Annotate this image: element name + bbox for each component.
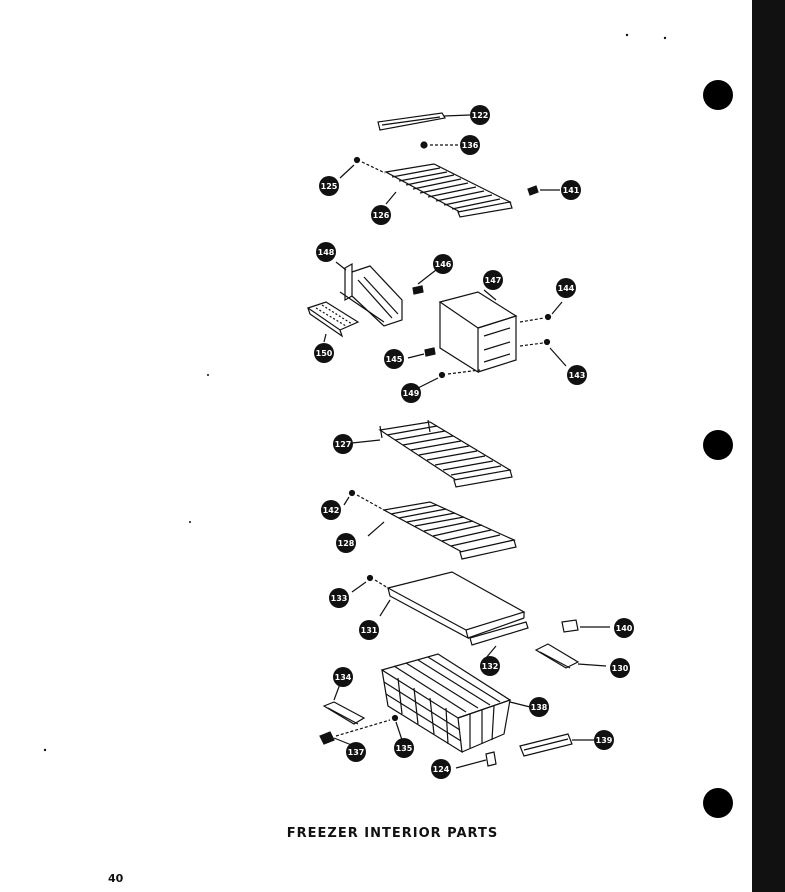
part-135-screw — [391, 714, 403, 741]
callout-label: 148 — [318, 248, 335, 257]
callout-label: 147 — [485, 276, 502, 285]
callout-130: 130 — [610, 658, 630, 678]
callout-133: 133 — [329, 588, 349, 608]
callout-131: 131 — [359, 620, 379, 640]
page-edge-strip — [752, 0, 785, 892]
part-131-glass-shelf — [379, 571, 526, 640]
callout-label: 135 — [396, 744, 413, 753]
callout-128: 128 — [336, 533, 356, 553]
callout-label: 122 — [472, 111, 489, 120]
callout-label: 149 — [403, 389, 420, 398]
callout-label: 132 — [482, 662, 499, 671]
part-138-wire-basket — [380, 653, 531, 754]
callout-label: 139 — [596, 736, 613, 745]
callout-143: 143 — [567, 365, 587, 385]
part-149-screw — [417, 369, 481, 389]
callout-label: 134 — [335, 673, 352, 682]
callout-label: 131 — [361, 626, 378, 635]
part-126-wire-shelf — [384, 163, 513, 218]
callout-145: 145 — [384, 349, 404, 369]
part-143-screw — [519, 338, 567, 367]
callout-144: 144 — [556, 278, 576, 298]
callout-126: 126 — [371, 205, 391, 225]
callout-141: 141 — [561, 180, 581, 200]
callout-137: 137 — [346, 742, 366, 762]
page-number: 40 — [108, 872, 124, 885]
callout-label: 145 — [386, 355, 403, 364]
callout-149: 149 — [401, 383, 421, 403]
part-141-screw — [527, 185, 560, 196]
callout-label: 126 — [373, 211, 390, 220]
callout-label: 130 — [612, 664, 629, 673]
callout-label: 141 — [563, 186, 580, 195]
callout-label: 140 — [616, 624, 633, 633]
callout-125: 125 — [319, 176, 339, 196]
callout-label: 144 — [558, 284, 575, 293]
callout-label: 150 — [316, 349, 333, 358]
callout-127: 127 — [333, 434, 353, 454]
part-139-trim-bar — [519, 733, 594, 757]
exploded-parts-diagram: 122 136 125 141 126 148 146 147 144 150 145 143 149 1… — [43, 33, 667, 779]
callout-147: 147 — [483, 270, 503, 290]
part-122-top-rail — [377, 112, 471, 131]
callout-label: 127 — [335, 440, 352, 449]
part-146-screw — [412, 269, 437, 295]
callout-135: 135 — [394, 738, 414, 758]
punch-hole-top — [703, 80, 733, 110]
callout-label: 138 — [531, 703, 548, 712]
callout-139: 139 — [594, 730, 614, 750]
callout-136: 136 — [460, 135, 480, 155]
part-142-screw — [343, 489, 385, 511]
callout-label: 133 — [331, 594, 348, 603]
callout-140: 140 — [614, 618, 634, 638]
part-125-screw — [339, 156, 386, 179]
part-124-stop — [455, 751, 497, 769]
callout-148: 148 — [316, 242, 336, 262]
diagram-caption: FREEZER INTERIOR PARTS — [286, 826, 499, 841]
callout-138: 138 — [529, 697, 549, 717]
callout-124: 124 — [431, 759, 451, 779]
callout-122: 122 — [470, 105, 490, 125]
part-130-bracket — [534, 643, 607, 669]
part-136-clip — [420, 141, 460, 149]
callout-label: 124 — [433, 765, 450, 774]
callout-label: 146 — [435, 260, 452, 269]
callout-142: 142 — [321, 500, 341, 520]
part-127-wire-shelf — [351, 419, 513, 488]
part-140-trim-piece — [561, 619, 610, 633]
part-128-wire-shelf — [367, 501, 517, 560]
callout-label: 125 — [321, 182, 338, 191]
callout-150: 150 — [314, 343, 334, 363]
part-134-bracket — [322, 683, 366, 725]
punch-hole-middle — [703, 430, 733, 460]
callout-134: 134 — [333, 667, 353, 687]
callout-label: 143 — [569, 371, 586, 380]
callout-146: 146 — [433, 254, 453, 274]
part-137-clip — [319, 719, 391, 747]
part-150-tray — [306, 301, 360, 343]
callout-label: 128 — [338, 539, 355, 548]
callout-label: 137 — [348, 748, 365, 757]
callout-132: 132 — [480, 656, 500, 676]
callout-label: 142 — [323, 506, 340, 515]
part-144-screw — [519, 301, 563, 323]
part-145-screw — [407, 347, 436, 359]
part-133-screw — [351, 574, 389, 593]
part-147-ice-bin-box — [438, 289, 518, 374]
callout-label: 136 — [462, 141, 479, 150]
punch-hole-bottom — [703, 788, 733, 818]
part-132-shelf-trim — [469, 621, 529, 659]
part-148-bracket — [335, 261, 403, 327]
